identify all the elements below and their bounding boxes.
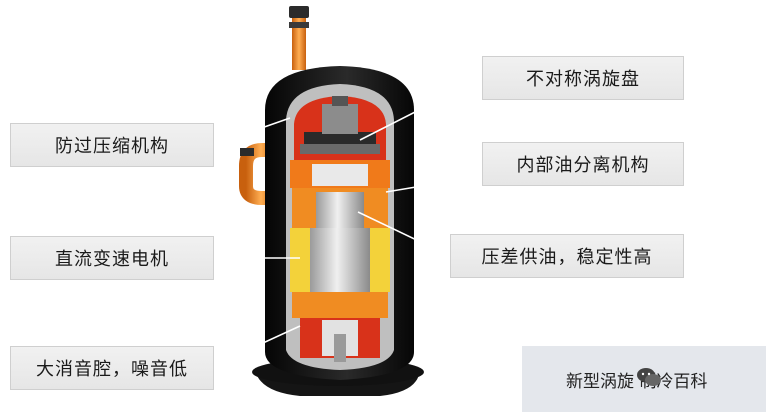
- label-anti-overpressure: 防过压缩机构: [10, 123, 214, 167]
- label-differential-oil-supply: 压差供油，稳定性高: [450, 234, 684, 278]
- label-asymmetric-scroll: 不对称涡旋盘: [482, 56, 684, 100]
- watermark-text: 新型涡旋 制冷百科: [566, 371, 708, 392]
- label-muffler-chamber: 大消音腔，噪音低: [10, 346, 214, 390]
- cutaway-interior: [286, 84, 394, 370]
- suction-pipe: [239, 143, 276, 205]
- label-oil-separation: 内部油分离机构: [482, 142, 684, 186]
- discharge-pipe: [289, 6, 309, 70]
- leader-lines: [212, 77, 483, 367]
- label-dc-motor: 直流变速电机: [10, 236, 214, 280]
- wechat-logo-icon: [637, 368, 661, 386]
